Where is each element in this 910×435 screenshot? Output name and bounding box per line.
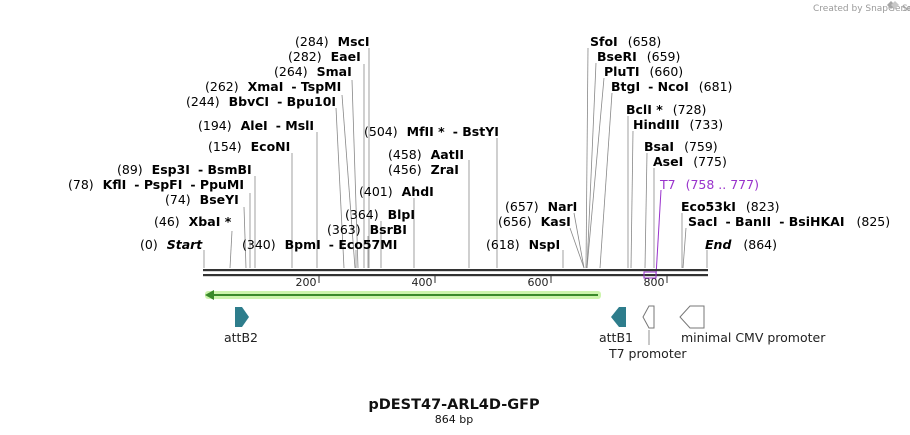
site-hindiii: HindIII(733) — [633, 117, 723, 132]
site-ahdi: (401)AhdI — [359, 184, 434, 199]
site-labels: (284)MscI (282)EaeI (264)SmaI (262)XmaI-… — [68, 34, 890, 252]
plasmid-title: pDEST47-ARL4D-GFP — [368, 397, 540, 413]
site-alei: (194)AleI- MslI — [198, 118, 314, 133]
site-end: End(864) — [705, 237, 777, 252]
line-bbvci — [335, 107, 345, 269]
site-t7-primer: T7(758 .. 777) — [659, 177, 759, 192]
site-esp3i: (89)Esp3I- BsmBI — [117, 162, 252, 177]
line-saci — [682, 227, 687, 269]
line-xbai — [229, 230, 233, 269]
tick-label-200: 200 — [296, 276, 317, 289]
snapgene-logo-icon — [887, 1, 899, 9]
site-nari: (657)NarI — [505, 199, 577, 214]
t7-promoter-arrow-icon — [642, 305, 655, 329]
site-mfli: (504)MfII *- BstYI — [364, 124, 499, 139]
line-bseri — [586, 62, 597, 269]
tick-label-600: 600 — [528, 276, 549, 289]
axis-ticks — [318, 276, 668, 283]
feature-label-attb2: attB2 — [224, 330, 258, 345]
site-sfoi: SfoI(658) — [590, 34, 661, 49]
site-econi: (154)EcoNI — [208, 139, 290, 154]
line-kasi — [569, 227, 585, 269]
line-pluti — [586, 77, 605, 269]
t7-primer-marker — [643, 271, 657, 279]
site-kfli: (78)KflI- PspFI- PpuMI — [68, 177, 244, 192]
axis-tick-labels: 200 400 600 800 — [296, 276, 665, 289]
feature-label-t7-promoter: T7 promoter — [608, 346, 687, 361]
site-bsai: BsaI(759) — [644, 139, 718, 154]
site-bsrbi: (363)BsrBI — [327, 222, 407, 237]
site-xbai: (46)XbaI * — [154, 214, 232, 229]
cmv-promoter-arrow-icon — [679, 305, 705, 329]
site-nspi: (618)NspI — [486, 237, 560, 252]
tick-label-800: 800 — [644, 276, 665, 289]
attb2-arrow-icon — [235, 307, 249, 327]
attb1-arrow-icon — [611, 307, 626, 327]
line-bseyi — [243, 206, 247, 269]
site-bseri: BseRI(659) — [597, 49, 680, 64]
line-nari — [573, 212, 585, 269]
feature-label-cmv-promoter: minimal CMV promoter — [681, 330, 826, 345]
gfp-feature-arrow — [205, 290, 601, 300]
site-eaei: (282)EaeI — [288, 49, 361, 64]
site-bpmi: (340)BpmI- Eco57MI — [242, 237, 397, 252]
site-bbvci: (244)BbvCI- Bpu10I — [186, 94, 336, 109]
line-btgi — [599, 92, 613, 269]
snapgene-brand: SnapGene — [902, 4, 910, 14]
site-kasi: (656)KasI — [498, 214, 571, 229]
cut-site-lines — [203, 47, 708, 269]
snapgene-credit: Created by SnapGene — [813, 4, 910, 14]
site-msci: (284)MscI — [295, 34, 370, 49]
tick-label-400: 400 — [412, 276, 433, 289]
site-xmai: (262)XmaI- TspMI — [205, 79, 341, 94]
site-bcli: BclI *(728) — [626, 102, 706, 117]
site-blpi: (364)BlpI — [345, 207, 415, 222]
dna-backbone — [203, 269, 708, 277]
site-aatii: (458)AatII — [388, 147, 464, 162]
site-saci: SacI- BanII- BsiHKAI(825) — [688, 214, 890, 229]
line-xmai — [341, 94, 356, 269]
line-bsai — [644, 152, 648, 269]
site-eco53ki: Eco53kI(823) — [681, 199, 780, 214]
site-btgi: BtgI- NcoI(681) — [611, 79, 732, 94]
site-smai: (264)SmaI — [274, 64, 352, 79]
site-bseyi: (74)BseYI — [165, 192, 239, 207]
site-asei: AseI(775) — [653, 154, 727, 169]
feature-label-attb1: attB1 — [599, 330, 633, 345]
plasmid-length: 864 bp — [435, 413, 473, 426]
line-hindiii — [630, 130, 634, 269]
site-zrai: (456)ZraI — [388, 162, 459, 177]
site-pluti: PluTI(660) — [604, 64, 683, 79]
t7-primer-line — [655, 189, 662, 277]
site-start: (0)Start — [140, 237, 203, 252]
line-sfoi — [585, 47, 589, 269]
line-smai — [351, 79, 359, 269]
